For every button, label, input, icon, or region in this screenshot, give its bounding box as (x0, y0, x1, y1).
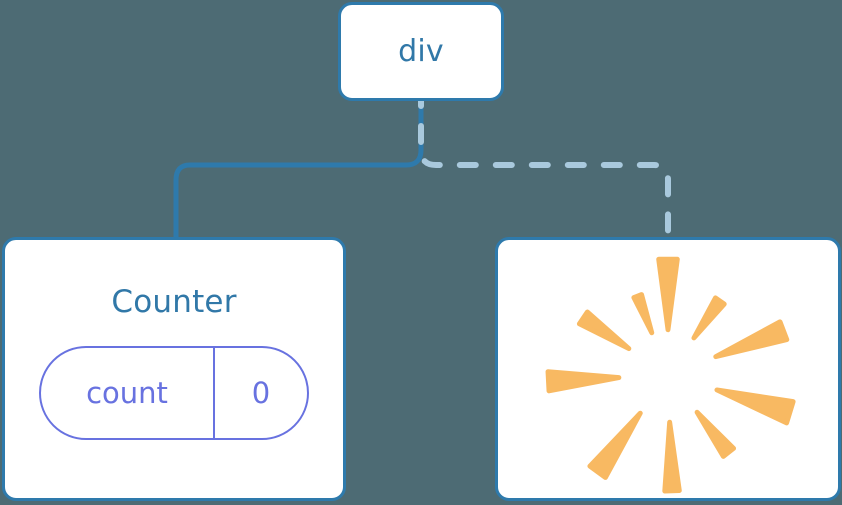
edge-div-to-counter (173, 97, 424, 241)
sparkle-ray-8 (545, 369, 622, 394)
node-counter[interactable]: Counter count 0 (2, 237, 346, 501)
edge-div-to-sparkle (418, 97, 671, 241)
sparkle-burst-icon (545, 256, 796, 494)
state-pill-key: count (41, 348, 215, 438)
sparkle-ray-6 (662, 419, 682, 494)
node-sparkle[interactable] (495, 237, 841, 501)
state-pill-count[interactable]: count 0 (39, 346, 309, 440)
state-pill-value: 0 (251, 375, 271, 410)
sparkle-ray-5 (694, 409, 737, 459)
sparkle-ray-9 (576, 309, 632, 352)
sparkle-ray-4 (714, 387, 796, 426)
node-div[interactable]: div (338, 2, 504, 101)
sparkle-ray-7 (587, 410, 643, 480)
sparkle-ray-2 (691, 295, 727, 341)
sparkle-ray-3 (713, 319, 790, 360)
sparkle-ray-10 (631, 292, 655, 336)
node-div-label: div (398, 33, 444, 69)
sparkle-ray-1 (656, 256, 680, 333)
node-counter-label: Counter (111, 284, 237, 320)
